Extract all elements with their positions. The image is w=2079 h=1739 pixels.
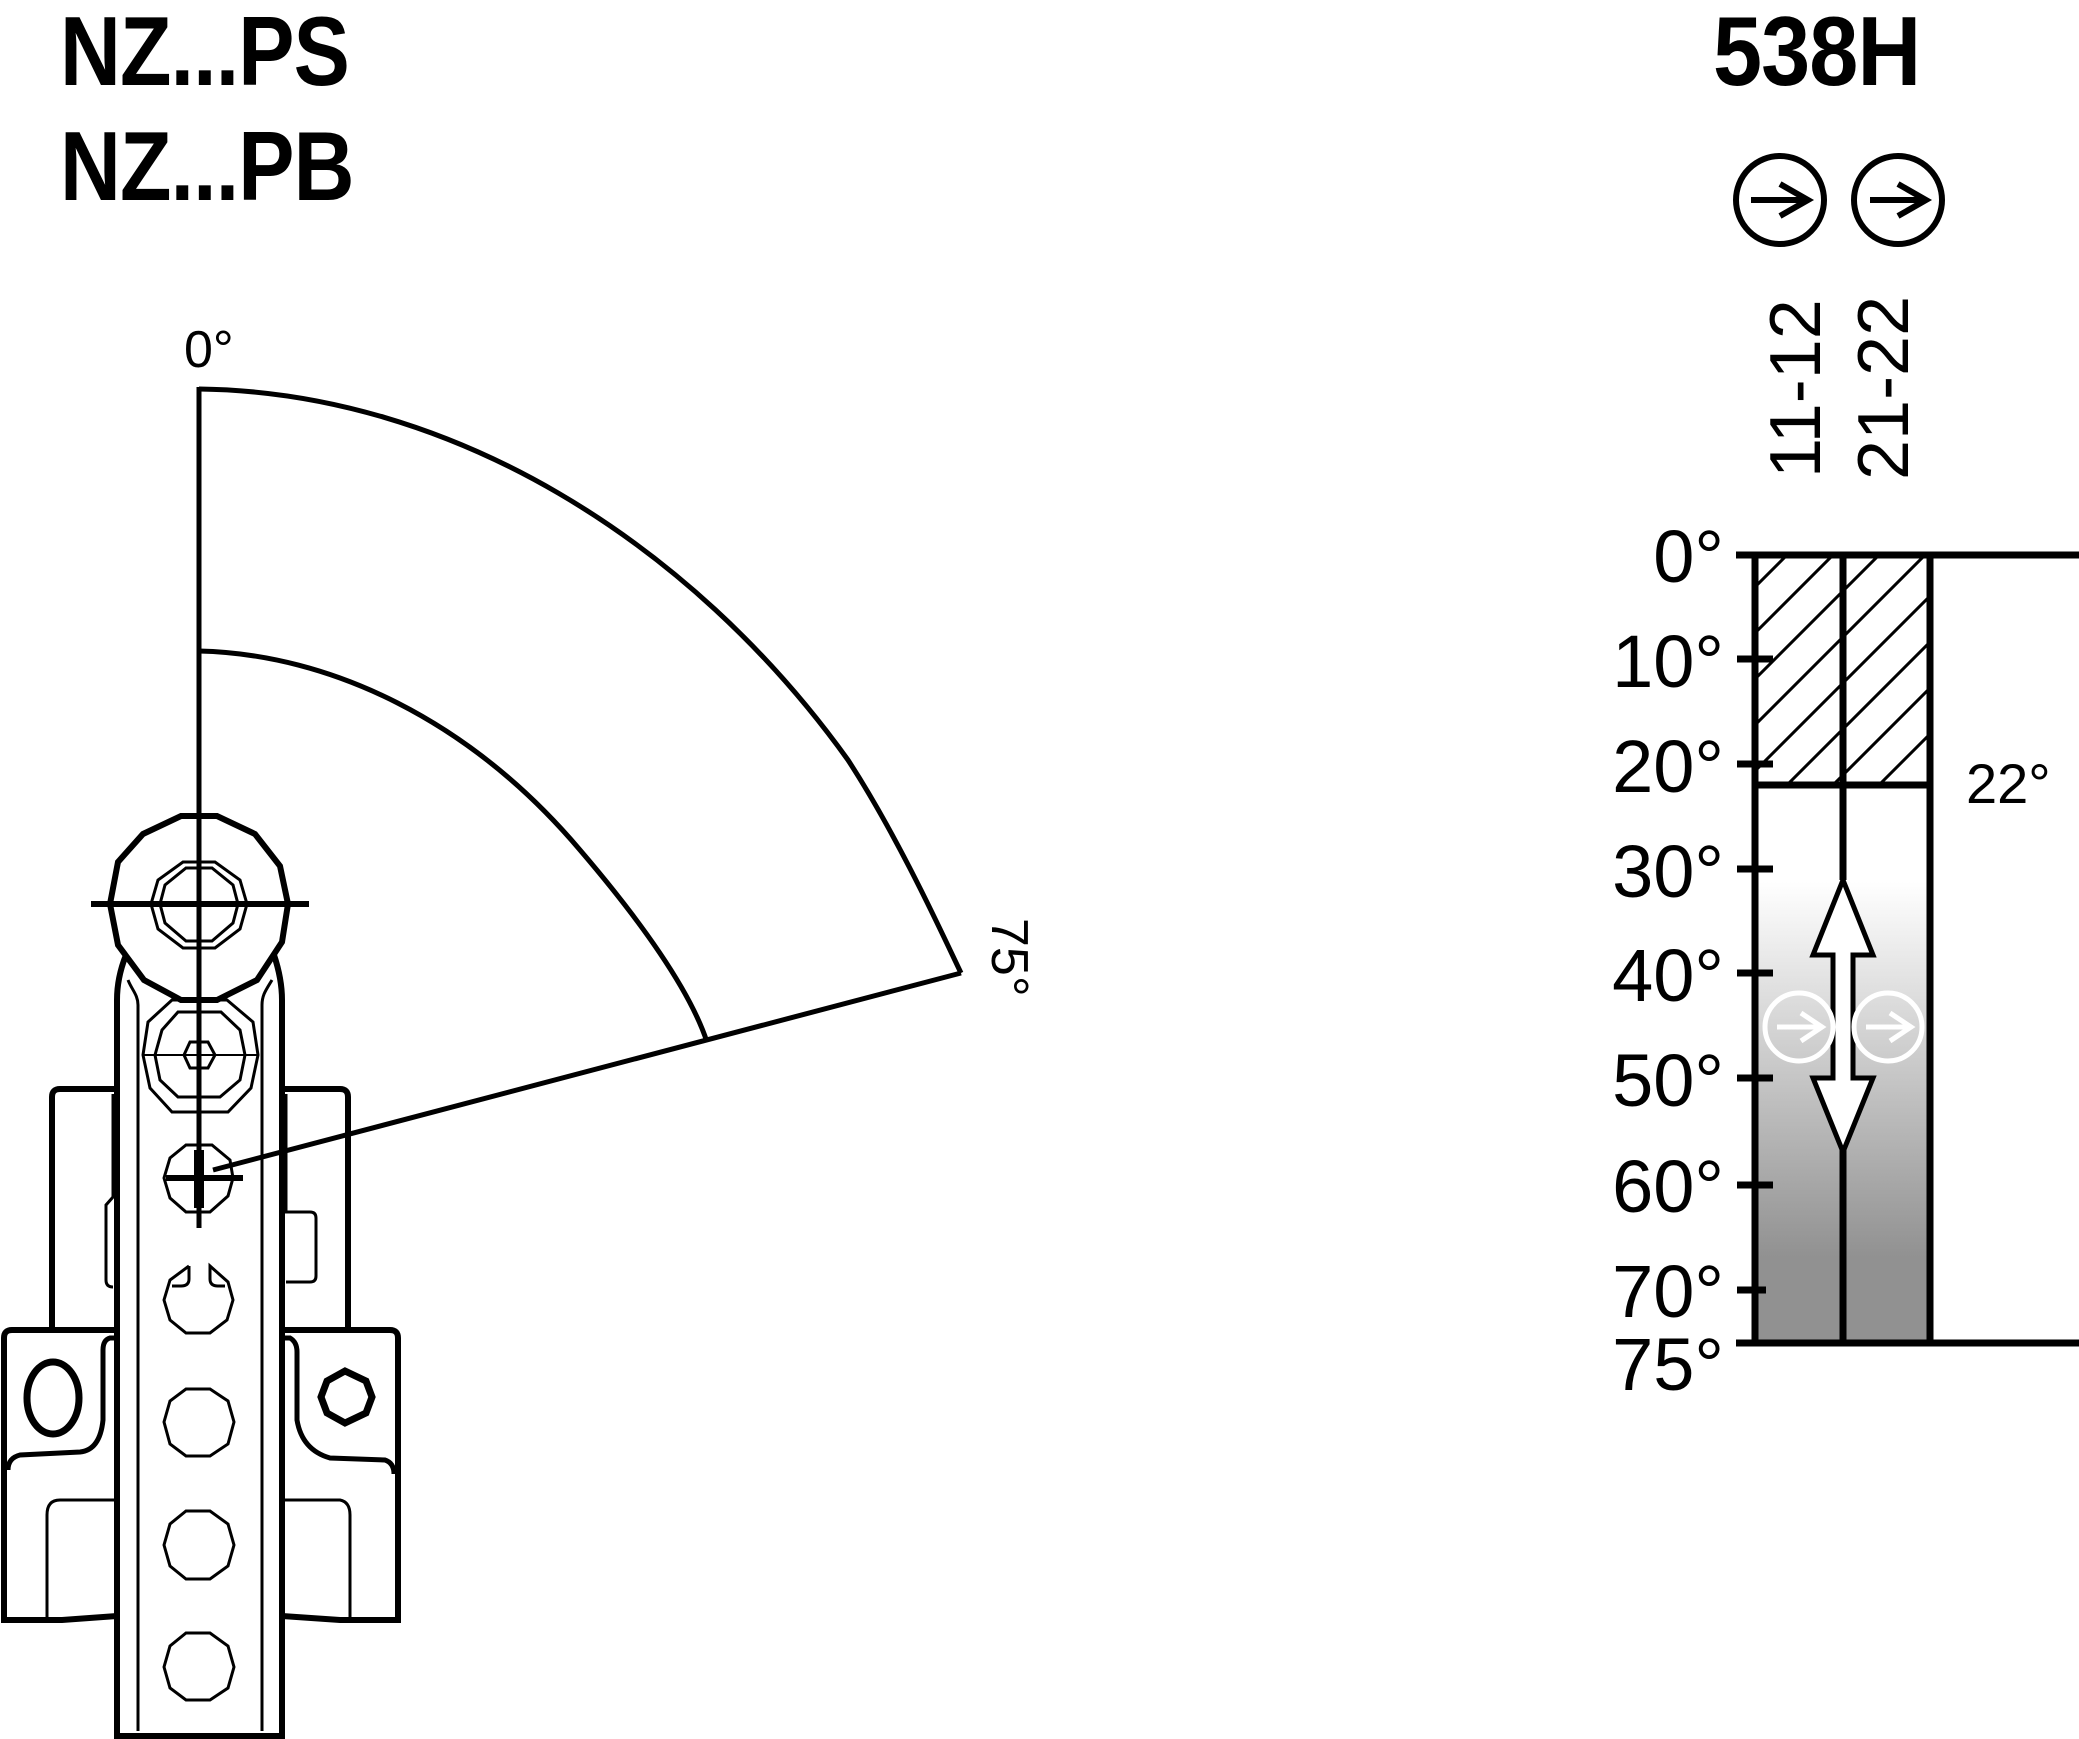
arm-hole-3 (162, 1509, 236, 1581)
lever-diagram: 0° 75° (1, 321, 1038, 1739)
scale-label-10: 10° (1612, 620, 1724, 703)
angle-label-end: 75° (980, 918, 1038, 997)
mounting-nut (317, 1367, 376, 1427)
contact-symbols: 11-12 21-22 (1733, 153, 1945, 480)
scale-label-75: 75° (1612, 1323, 1724, 1406)
inner-travel-arc (198, 648, 710, 1043)
scale-label-70: 70° (1612, 1250, 1724, 1333)
scale-label-40: 40° (1612, 934, 1724, 1017)
actuator-code: 538H (1713, 0, 1921, 106)
angle-label-start: 0° (184, 321, 234, 379)
travel-double-arrow (1809, 873, 1877, 1159)
contact-label-21-22: 21-22 (1844, 296, 1924, 480)
contact-label-11-12: 11-12 (1756, 299, 1836, 478)
switching-diagram: 0° 10° 20° 30° 40° 50° 60° 70° 75° 22° (1612, 515, 2079, 1406)
positive-opening-arrow-icon (1733, 153, 1827, 247)
scale-label-20: 20° (1612, 725, 1724, 808)
positive-opening-arrow-icon (1762, 990, 1836, 1064)
scale-ticks (1737, 655, 1773, 1294)
model-title-pb: NZ...PB (60, 111, 355, 221)
outer-travel-arc (198, 386, 964, 975)
scale-label-30: 30° (1612, 830, 1724, 913)
scale-label-0: 0° (1653, 515, 1724, 598)
mounting-slot (23, 1358, 83, 1438)
positive-opening-arrow-icon (1851, 153, 1945, 247)
scale-label-60: 60° (1612, 1145, 1724, 1228)
positive-opening-arrow-icon (1851, 990, 1925, 1064)
arm-hole-4 (162, 1631, 236, 1702)
lever-arm (114, 953, 285, 1739)
switch-housing (1, 1086, 401, 1623)
arm-hole-2 (162, 1387, 236, 1458)
end-position-line (212, 970, 962, 1173)
scale-label-50: 50° (1612, 1039, 1724, 1122)
model-title-ps: NZ...PS (60, 0, 350, 106)
switch-point-label: 22° (1966, 752, 2051, 815)
